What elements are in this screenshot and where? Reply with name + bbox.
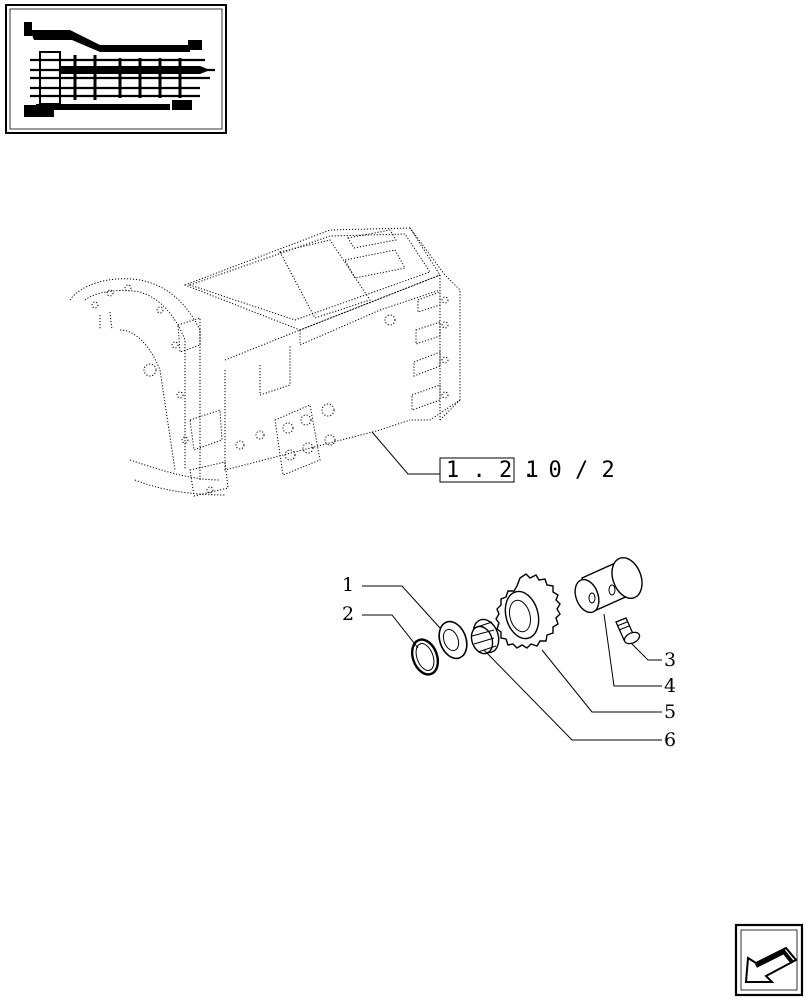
callout-3[interactable]: 3 (664, 649, 676, 671)
leader-1 (362, 585, 441, 629)
gear-part (495, 573, 561, 649)
reference-label[interactable]: 1 . 2 1 . 0 / 2 (439, 457, 615, 483)
needle-bearing-part (470, 618, 500, 655)
callout-5[interactable]: 5 (664, 701, 676, 723)
shaft-part (574, 556, 643, 614)
leader-6 (483, 649, 662, 741)
leader-2 (362, 614, 419, 649)
reference-suffix: . 0 / 2 (522, 458, 615, 483)
thrust-washer-part (438, 620, 468, 660)
transmission-housing-drawing (69, 227, 461, 497)
callout-4[interactable]: 4 (664, 675, 676, 697)
transmission-section-thumbnail[interactable] (5, 4, 227, 134)
leader-4 (603, 613, 662, 687)
leader-3 (631, 643, 662, 661)
reference-boxed: 1 . 2 1 (446, 458, 539, 483)
callout-2[interactable]: 2 (342, 603, 354, 625)
exploded-parts (362, 556, 662, 741)
screw-part (615, 617, 641, 645)
snap-ring-part (410, 638, 440, 676)
leader-5 (541, 649, 662, 713)
callout-6[interactable]: 6 (664, 729, 676, 751)
callout-1[interactable]: 1 (342, 574, 354, 596)
back-arrow-icon[interactable] (734, 923, 804, 997)
